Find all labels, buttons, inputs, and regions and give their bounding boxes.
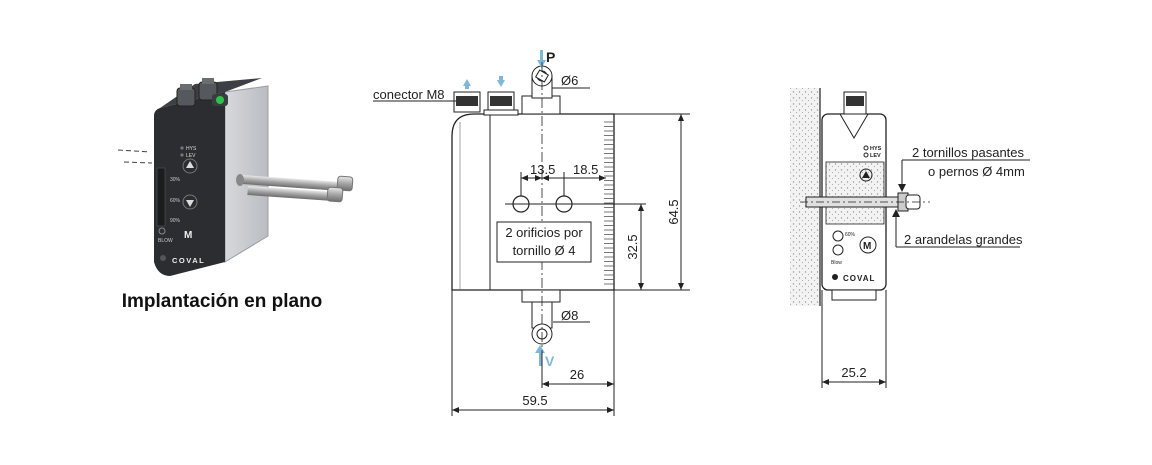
dimension-arrowhead [822, 379, 829, 385]
dimension-arrowhead [535, 175, 542, 181]
dim-18-5: 18.5 [573, 162, 598, 177]
vent-down-arrow-icon [497, 80, 505, 87]
side-view-drawing: HYS LEV 60% Blow M COVAL 2 tornillos pas… [790, 88, 1030, 388]
product-photo: HYS LEV 30% 60% 90% M BLOW COVAL Implant… [117, 78, 354, 312]
dimension-arrowhead [678, 114, 684, 121]
connector-icon [176, 78, 228, 107]
m-button: M [184, 230, 192, 241]
dim-64-5: 64.5 [666, 199, 681, 224]
v-arrow-icon [539, 352, 542, 366]
dimension-arrowhead [521, 175, 528, 181]
brand-logo: COVAL [172, 256, 205, 265]
holes-note-line2: tornillo Ø 4 [513, 243, 576, 258]
screws-label-2: o pernos Ø 4mm [928, 164, 1025, 179]
dimension-arrowhead [452, 407, 459, 413]
dim-13-5: 13.5 [530, 162, 555, 177]
port-p-label: P [546, 49, 555, 65]
side-lev: LEV [870, 153, 881, 159]
level-bar [156, 167, 166, 227]
dimension-arrowhead [638, 283, 644, 290]
side-hys: HYS [870, 146, 882, 152]
holes-note-box [496, 221, 592, 263]
up-button-icon [862, 171, 870, 178]
p-arrow-icon [540, 50, 543, 60]
dim-phi6: Ø6 [561, 73, 578, 88]
pressure-fitting [521, 65, 561, 115]
dimension-arrowhead [599, 175, 606, 181]
dim-25-2: 25.2 [841, 365, 866, 380]
lev-label: LEV [186, 153, 196, 159]
dim-phi8: Ø8 [561, 308, 578, 323]
fin-ribs [604, 121, 614, 285]
dimension-arrowhead [638, 204, 644, 211]
dim-32-5: 32.5 [625, 234, 640, 259]
front-view-drawing: conector M8 P Ø6 V Ø8 [373, 49, 690, 416]
dimension-arrowhead [678, 283, 684, 290]
axis-line [123, 161, 153, 164]
hys-label: HYS [186, 146, 197, 152]
down-button-icon [186, 200, 194, 207]
washers-label: 2 arandelas grandes [904, 232, 1023, 247]
aluminium-plate [224, 85, 269, 263]
dimension-arrowhead [607, 407, 614, 413]
port-v-label: V [545, 353, 555, 369]
dimension-arrowhead [607, 381, 614, 387]
side-m-button: M [863, 241, 871, 252]
blow-label: BLOW [158, 238, 173, 244]
front-body [451, 113, 615, 291]
pct60-label: 60% [170, 198, 181, 204]
connector-label: conector M8 [373, 87, 445, 102]
photo-caption: Implantación en plano [122, 291, 323, 312]
led-indicator [216, 96, 224, 104]
up-button-icon [186, 161, 194, 168]
section-panel [825, 161, 885, 225]
dim-59-5: 59.5 [522, 393, 547, 408]
connector-icon [453, 91, 519, 116]
vent-up-arrow-icon [463, 79, 471, 86]
side-brand-logo: COVAL [843, 274, 875, 283]
dimension-arrowhead [879, 379, 886, 385]
pct90-label: 90% [170, 218, 181, 224]
vacuum-fitting [521, 289, 561, 345]
side-60: 60% [845, 232, 856, 238]
dimension-arrowhead [542, 175, 549, 181]
dimension-arrowhead [542, 381, 549, 387]
holes-note-line1: 2 orificios por [505, 225, 583, 240]
dim-26: 26 [570, 367, 584, 382]
housing [154, 92, 225, 276]
pct30-label: 30% [170, 177, 181, 183]
screw-icon [236, 174, 354, 203]
side-blow: Blow [831, 260, 842, 266]
screws-label-1: 2 tornillos pasantes [912, 145, 1025, 160]
axis-line [117, 149, 151, 153]
